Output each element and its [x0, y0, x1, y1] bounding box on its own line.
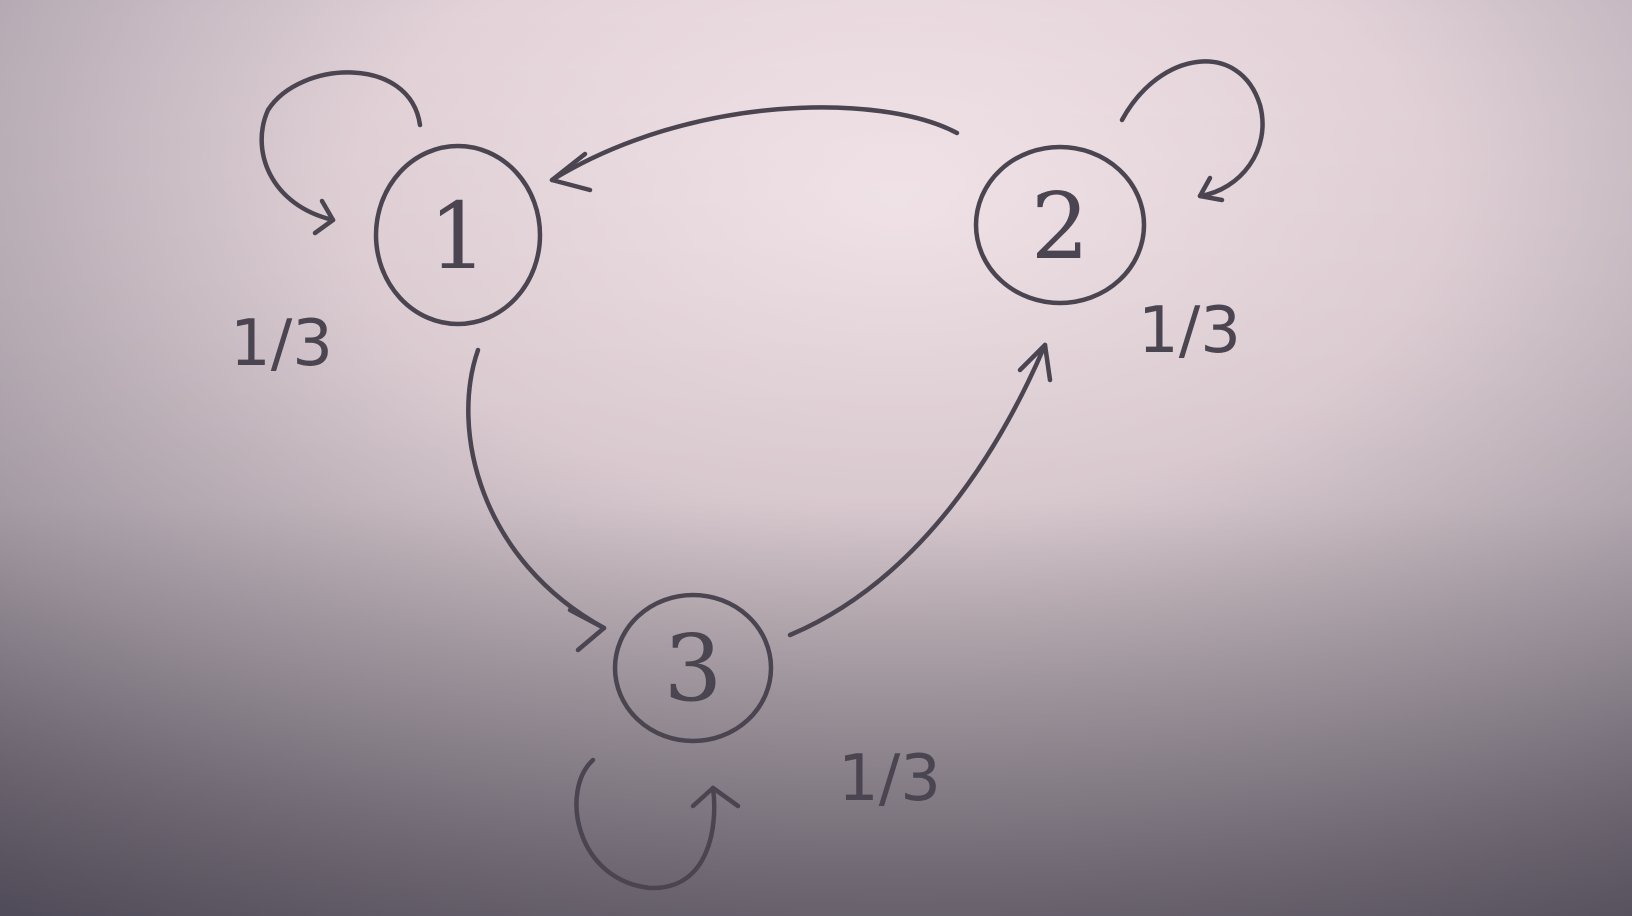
self-loop-2 [1119, 59, 1265, 203]
node-2-circle [973, 144, 1147, 306]
edge-2-to-1 [549, 105, 960, 193]
node-3: 3 [612, 592, 774, 744]
node-3-label: 3 [664, 615, 723, 722]
node-1: 1 [373, 143, 543, 327]
self-loop-1 [259, 70, 423, 236]
edge-3-to-2 [787, 342, 1053, 638]
node-2: 2 [973, 144, 1147, 306]
self-loop-3 [574, 757, 741, 891]
node-2-label: 2 [1031, 173, 1090, 280]
prob-label-node-3: 1/3 [838, 742, 941, 816]
node-3-circle [612, 592, 774, 744]
prob-label-node-1: 1/3 [230, 307, 333, 381]
edge-1-to-3 [466, 347, 607, 653]
node-1-circle [373, 143, 543, 327]
prob-label-node-2: 1/3 [1138, 294, 1241, 368]
node-1-label: 1 [429, 183, 488, 290]
